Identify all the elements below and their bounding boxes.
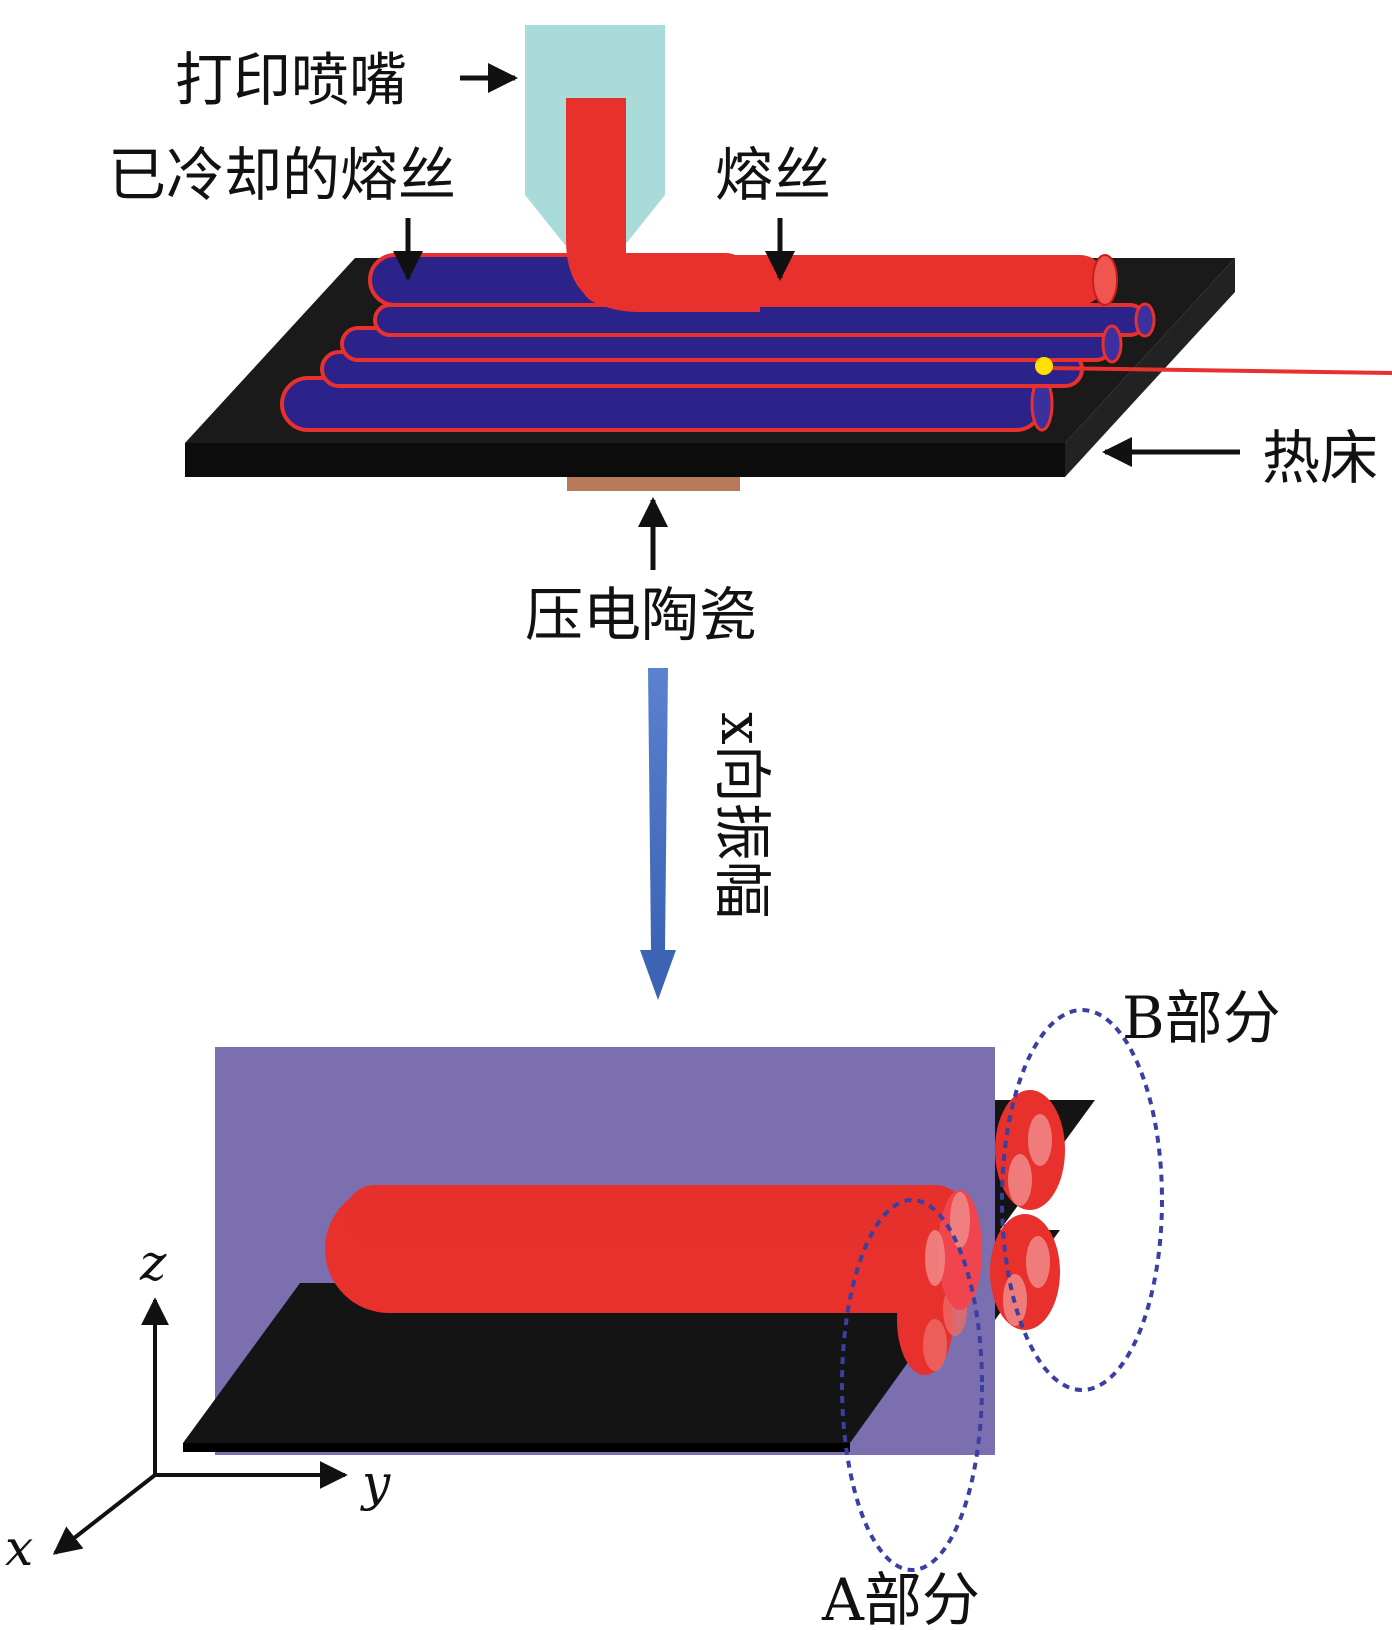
piezo-ceramic-label: 压电陶瓷 xyxy=(525,581,757,649)
piezo-ceramic-block xyxy=(567,477,740,491)
coordinate-axes xyxy=(52,1297,348,1555)
part-a-ellipse xyxy=(840,1198,984,1572)
molten-filament-stream xyxy=(566,98,760,312)
part-b-ellipse xyxy=(1000,1008,1164,1392)
cooled-filament-label: 已冷却的熔丝 xyxy=(108,141,456,209)
x-amplitude-label: x向振幅 xyxy=(708,712,776,919)
indicator-dot xyxy=(1035,357,1053,375)
filament-label: 熔丝 xyxy=(715,141,831,209)
part-b-label: B部分 xyxy=(1122,984,1281,1052)
hot-bed-label: 热床 xyxy=(1262,424,1378,492)
transition-arrow xyxy=(640,668,676,1000)
axis-z-label: z xyxy=(139,1234,167,1292)
laser-line xyxy=(1044,366,1392,375)
lower-plate xyxy=(183,1283,965,1452)
axis-y-label: y xyxy=(360,1454,391,1512)
nozzle-label: 打印喷嘴 xyxy=(175,46,407,114)
part-b-filaments xyxy=(990,1090,1095,1330)
part-a-label: A部分 xyxy=(821,1566,980,1630)
axis-x-label: x xyxy=(5,1519,33,1577)
